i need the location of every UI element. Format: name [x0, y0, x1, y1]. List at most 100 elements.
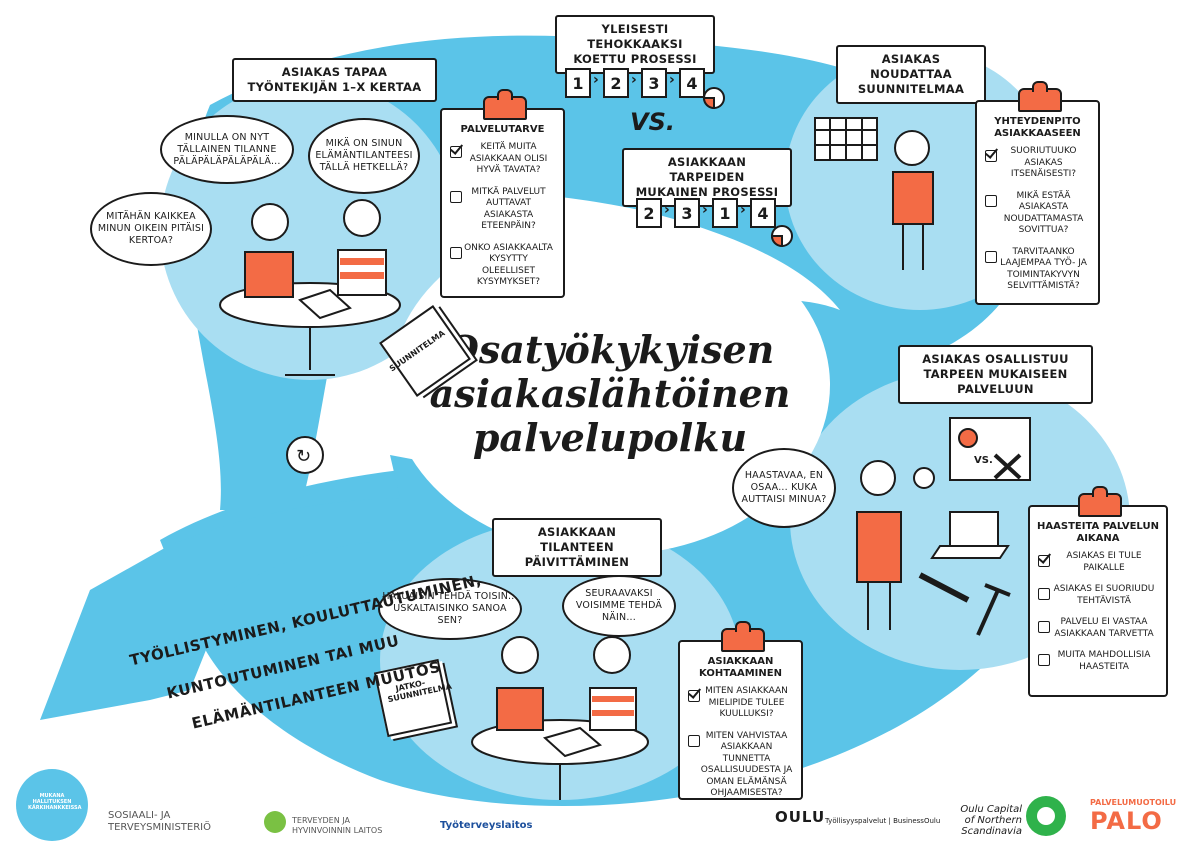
follow-scene — [814, 117, 934, 270]
timer-icon — [913, 467, 935, 489]
thl-logo-text: TERVEYDEN JA HYVINVOINNIN LAITOS — [292, 816, 383, 835]
title-line-1: Osatyökykyisen — [445, 327, 775, 372]
checkbox[interactable] — [450, 246, 462, 259]
general-step-3: 3 — [641, 68, 667, 98]
checkbox[interactable] — [1038, 588, 1050, 600]
clipboard-service-need-title: PALVELUTARVE — [460, 124, 545, 135]
bubble-wish: HALUAISIN TEHDÄ TOISIN... USKALTAISINKO … — [378, 578, 522, 640]
capital-logo: Oulu Capital of Northern Scandinavia — [960, 804, 1022, 837]
ttl-logo: Työterveyslaitos — [440, 820, 533, 831]
board-vs: VS. — [974, 455, 993, 466]
palo-logo-sub: PALVELUMUOTOILU — [1090, 798, 1177, 807]
chevron-icon: › — [664, 202, 670, 218]
chevron-icon: › — [740, 202, 746, 218]
vs-board — [949, 417, 1031, 481]
hammer-icon — [976, 583, 1011, 636]
clipboard-item: PALVELU EI VASTAA ASIAKKAAN TARVETTA — [1054, 617, 1154, 639]
clipboard-item: MITEN VAHVISTAA ASIAKKAAN TUNNETTA OSALL… — [700, 730, 793, 799]
update-scene — [471, 636, 649, 800]
clipboard-item: KEITÄ MUITA ASIAKKAAN OLISI HYVÄ TAVATA? — [469, 142, 548, 175]
clipboard-item: MITKÄ PALVELUT AUTTAVAT ASIAKASTA ETEENP… — [471, 186, 546, 232]
gear-icon — [958, 428, 978, 448]
refresh-glyph: ↻ — [296, 446, 311, 467]
clipboard-item: TARVITAANKO LAAJEMPAA TYÖ- JA TOIMINTAKY… — [1000, 246, 1087, 292]
stm-logo: SOSIAALI- JA TERVEYSMINISTERIÖ — [108, 810, 211, 833]
custom-step-2: 3 — [674, 198, 700, 228]
checkbox[interactable] — [450, 190, 462, 203]
clipboard-item: ASIAKAS EI SUORIUDU TEHTÄVISTÄ — [1053, 584, 1155, 606]
checkbox[interactable] — [1038, 555, 1050, 567]
clipboard-item: MIKÄ ESTÄÄ ASIAKASTA NOUDATTAMASTA SOVIT… — [1003, 190, 1084, 236]
thl-logo — [264, 811, 286, 833]
mukana-logo-text: MUKANA HALLITUKSEN KÄRKIHANKKEISSA — [28, 793, 82, 811]
checkbox[interactable] — [1038, 621, 1050, 633]
follow-person-body — [892, 171, 934, 225]
participate-person-body — [856, 511, 902, 583]
bubble-situation: MINULLA ON NYT TÄLLAINEN TILANNE PÄLÄPÄL… — [160, 115, 294, 184]
clipboard-encounter-title: ASIAKKAAN KOHTAAMINEN — [699, 656, 782, 679]
clipboard-item: SUORIUTUUKO ASIAKAS ITSENÄISESTI? — [1010, 146, 1077, 179]
clipboard-contact-title: YHTEYDENPITO ASIAKKAASEEN — [994, 116, 1081, 139]
update-person-left-head — [501, 636, 539, 674]
meet-paper — [298, 288, 352, 320]
chevron-icon: › — [669, 72, 675, 88]
oulu-logo: OULU — [775, 808, 826, 826]
title-line-2: asiakaslähtöinen — [429, 371, 791, 416]
follow-person-head — [894, 130, 930, 166]
clipboard-challenges: HAASTEITA PALVELUN AIKANA ASIAKAS EI TUL… — [1028, 486, 1168, 697]
laptop — [949, 511, 999, 547]
cross-icon — [993, 453, 1022, 480]
clipboard-challenges-title: HAASTEITA PALVELUN AIKANA — [1037, 521, 1159, 544]
step-participate: ASIAKAS OSALLISTUU TARPEEN MUKAISEEN PAL… — [898, 345, 1093, 404]
checkbox[interactable] — [450, 146, 462, 158]
process-general-label: YLEISESTI TEHOKKAAKSI KOETTU PROSESSI — [555, 15, 715, 74]
custom-step-1: 2 — [636, 198, 662, 228]
person-left-head — [251, 203, 289, 241]
process-custom-label: ASIAKKAAN TARPEIDEN MUKAINEN PROSESSI — [622, 148, 792, 207]
chevron-icon: › — [631, 72, 637, 88]
meet-scene — [219, 199, 401, 376]
rolling-pin-icon — [918, 572, 970, 603]
bubble-question: MIKÄ ON SINUN ELÄMÄNTILANTEESI TÄLLÄ HET… — [308, 118, 420, 194]
palo-logo: PALO — [1090, 807, 1163, 835]
person-left-body — [244, 251, 294, 298]
participate-scene — [856, 417, 1031, 636]
clipboard-contact: YHTEYDENPITO ASIAKKAASEEN SUORIUTUUKO AS… — [975, 81, 1100, 305]
custom-step-4: 4 — [750, 198, 776, 228]
clipboard-service-need: PALVELUTARVE KEITÄ MUITA ASIAKKAAN OLISI… — [440, 89, 565, 298]
title-center — [390, 215, 830, 555]
refresh-icon — [286, 436, 324, 474]
clipboard-item: MUITA MAHDOLLISIA HAASTEITA — [1057, 650, 1151, 672]
participate-person-head — [860, 460, 896, 496]
general-step-1: 1 — [565, 68, 591, 98]
checkbox[interactable] — [985, 250, 997, 263]
step-follow: ASIAKAS NOUDATTAA SUUNNITELMAA — [836, 45, 986, 104]
clipboard-item: ASIAKAS EI TULE PAIKALLE — [1066, 551, 1142, 573]
bubble-thinking: MITÄHÄN KAIKKEA MINUN OIKEIN PITÄISI KER… — [90, 192, 212, 266]
mukana-logo — [16, 769, 88, 841]
custom-step-3: 1 — [712, 198, 738, 228]
step-meet: ASIAKAS TAPAA TYÖNTEKIJÄN 1–X KERTAA — [232, 58, 437, 102]
update-person-left-body — [496, 687, 544, 731]
general-step-4: 4 — [679, 68, 705, 98]
outcome-arrow — [40, 455, 560, 720]
checkbox[interactable] — [985, 150, 997, 162]
process-vs: VS. — [630, 108, 675, 136]
bubble-next: SEURAAVAKSI VOISIMME TEHDÄ NÄIN... — [562, 575, 676, 637]
checkbox[interactable] — [688, 734, 700, 747]
checkbox[interactable] — [985, 194, 997, 207]
oulu-logo-sub: Työllisyyspalvelut | BusinessOulu — [825, 817, 941, 825]
clipboard-item: MITEN ASIAKKAAN MIELIPIDE TULEE KUULLUKS… — [705, 686, 788, 719]
main-title: Osatyökykyisen asiakaslähtöinen palvelup… — [420, 328, 800, 460]
clipboard-encounter: ASIAKKAAN KOHTAAMINEN MITEN ASIAKKAAN MI… — [678, 621, 803, 800]
title-line-3: palvelupolku — [472, 415, 748, 460]
chevron-icon: › — [593, 72, 599, 88]
update-paper — [542, 726, 603, 758]
chevron-icon: › — [702, 202, 708, 218]
checkbox[interactable] — [1038, 654, 1050, 666]
step-update: ASIAKKAAN TILANTEEN PÄIVITTÄMINEN — [492, 518, 662, 577]
plan-document-label: SUUNNITELMA — [387, 328, 447, 374]
checkbox[interactable] — [688, 690, 700, 702]
update-person-right-body — [589, 687, 637, 731]
clipboard-item: ONKO ASIAKKAALTA KYSYTTY OLEELLISET KYSY… — [464, 242, 553, 288]
